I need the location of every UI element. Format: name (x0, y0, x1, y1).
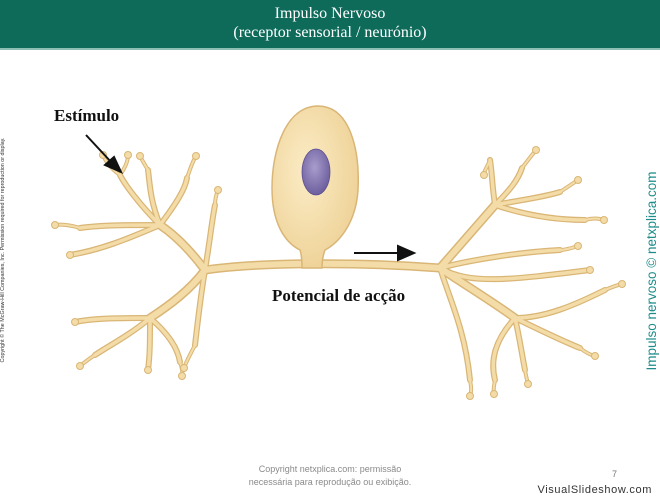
slide-header: Impulso Nervoso (receptor sensorial / ne… (0, 0, 660, 48)
watermark: VisualSlideshow.com (537, 484, 652, 496)
impulse-direction-arrow (354, 244, 417, 262)
stimulus-label: Estímulo (54, 106, 120, 125)
slide-title: Impulso Nervoso (274, 5, 386, 22)
footer-line-1: Copyright netxplica.com: permissão (258, 464, 402, 474)
action-potential-label: Potencial de acção (272, 286, 406, 305)
slide-subtitle: (receptor sensorial / neurónio) (233, 24, 427, 41)
vertical-source-label: Impulso nervoso © netxplica.com (644, 171, 659, 371)
footer-line-2: necessária para reprodução ou exibição. (248, 477, 412, 487)
branch-terminals (51, 146, 626, 400)
footer-copyright: Copyright netxplica.com: permissão neces… (230, 463, 430, 489)
header-divider (0, 48, 660, 50)
page-number: 7 (612, 469, 618, 479)
nucleus (301, 148, 331, 196)
stimulus-arrow (85, 134, 124, 174)
